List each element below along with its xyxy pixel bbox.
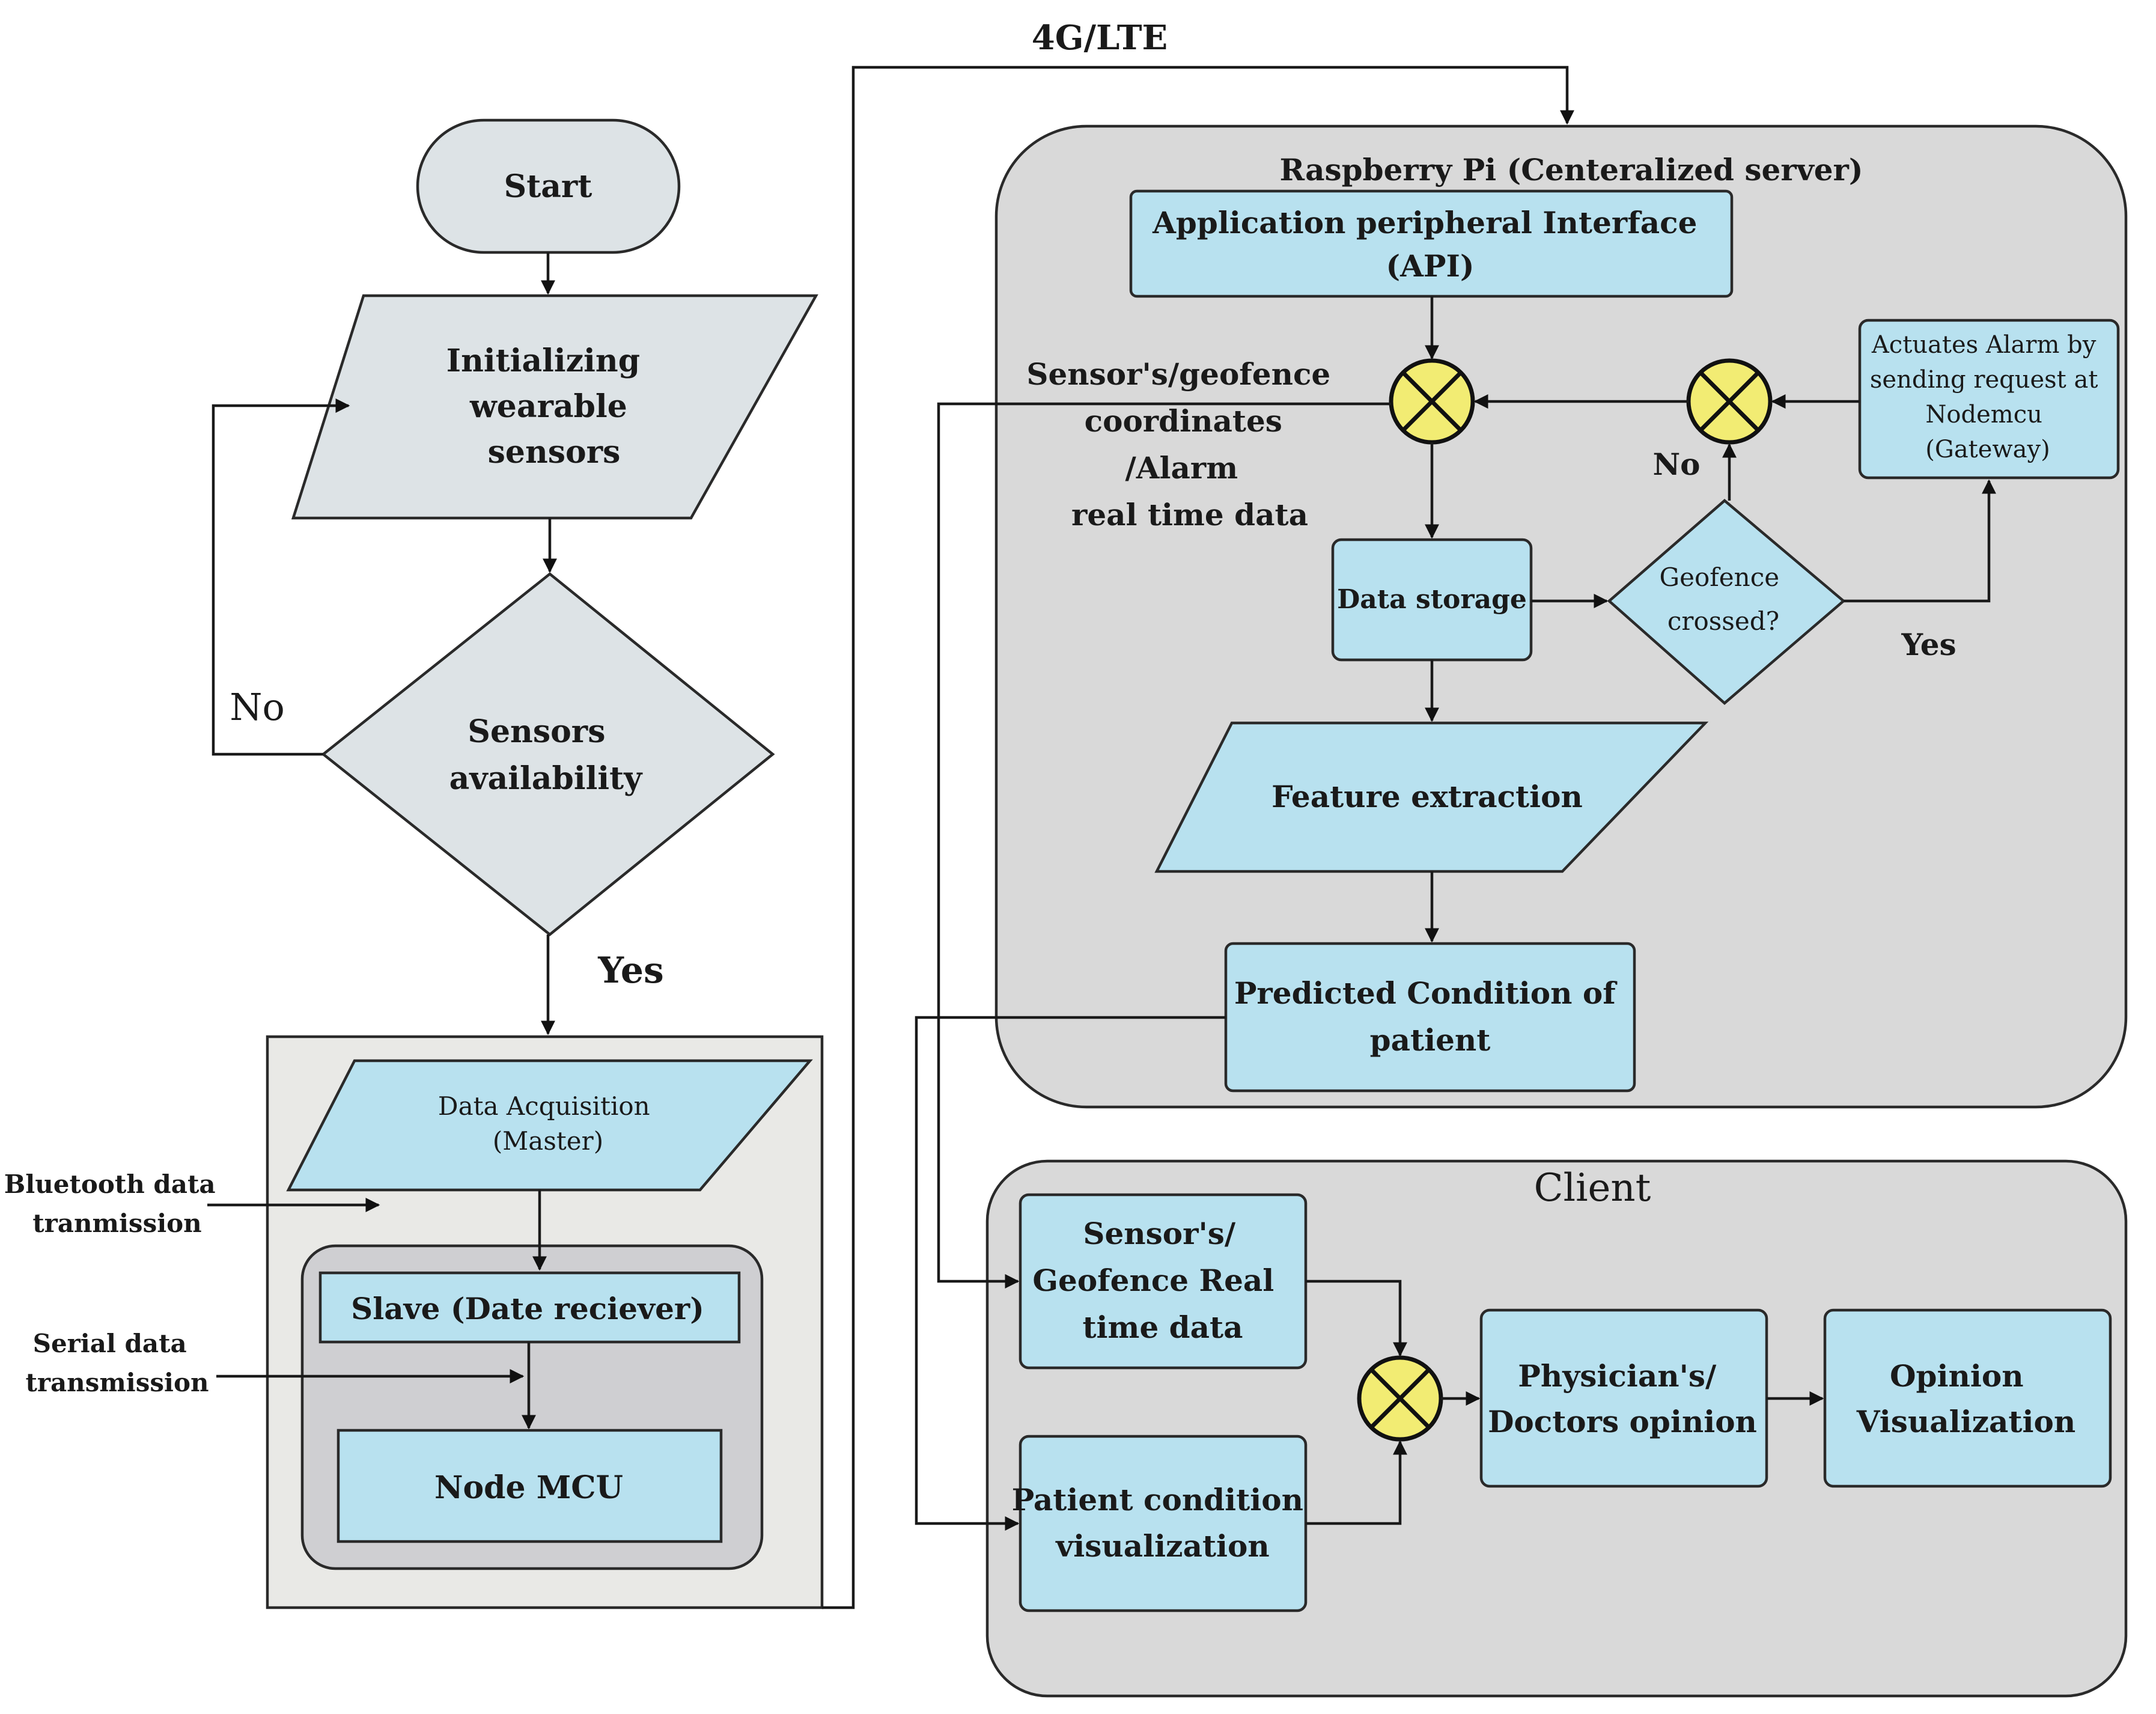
opinion-line-2: Visualization: [1856, 1404, 2075, 1439]
node-mcu-box: [336, 1429, 723, 1543]
client-sensor-line-3: time data: [1082, 1310, 1243, 1345]
yes-label-left: Yes: [597, 950, 664, 992]
alarm-line-4: (Gateway): [1925, 436, 2050, 463]
sensor-geofence-edge-label: Sensor's/geofence coordinates /Alarm rea…: [1026, 356, 1341, 532]
geofence-decision: [1607, 499, 1846, 705]
geofence-decision-label: Geofence crossed?: [1660, 563, 1788, 636]
data-acquisition-line-1: Data Acquisition: [438, 1091, 650, 1121]
arrow-patient-to-junction: [1306, 1440, 1407, 1525]
patient-vis-line-2: visualization: [1055, 1528, 1270, 1564]
arrow-geofence-yes: [1844, 479, 1996, 603]
init-sensors-line-3: sensors: [488, 434, 621, 471]
serial-line-2: transmission: [25, 1368, 209, 1397]
summing-junction-alarm: [1686, 358, 1773, 445]
no-label-geofence: No: [1652, 447, 1700, 482]
predicted-condition-box: [1224, 942, 1636, 1093]
alarm-line-3: Nodemcu: [1925, 401, 2042, 428]
sensor-geofence-line-2: coordinates: [1085, 403, 1282, 439]
start-label: Start: [504, 168, 592, 205]
alarm-line-2: sending request at: [1870, 366, 2098, 394]
opinion-visualization-label: Opinion Visualization: [1856, 1358, 2075, 1439]
raspberry-pi-title: Raspberry Pi (Centeralized server): [1279, 152, 1863, 188]
sensor-geofence-line-1: Sensor's/geofence: [1026, 356, 1330, 392]
sensor-geofence-line-3: /Alarm: [1125, 450, 1238, 486]
init-sensors-line-2: wearable: [469, 388, 627, 425]
serial-line-1: Serial data: [33, 1329, 187, 1358]
arrow-sensor-to-junction: [1306, 1279, 1407, 1357]
arrow-lte-link: [822, 66, 1574, 1609]
api-line-2: (API): [1386, 248, 1474, 284]
sensors-availability-line-2: availability: [449, 760, 643, 797]
geofence-line-1: Geofence: [1660, 563, 1780, 592]
patient-visualization-label: Patient condition visualization: [1012, 1482, 1314, 1564]
bluetooth-line-2: tranmission: [32, 1209, 201, 1238]
sensor-geofence-line-4: real time data: [1071, 497, 1308, 532]
feature-extraction-box: [1154, 721, 1709, 873]
opinion-visualization-box: [1823, 1308, 2112, 1488]
feature-extraction-label: Feature extraction: [1271, 779, 1583, 814]
geofence-line-2: crossed?: [1667, 606, 1779, 636]
physician-line-2: Doctors opinion: [1488, 1404, 1757, 1439]
actuates-alarm-label: Actuates Alarm by sending request at Nod…: [1870, 331, 2106, 463]
client-sensor-line-1: Sensor's/: [1083, 1216, 1236, 1251]
physician-opinion-box: [1479, 1308, 1768, 1488]
yes-label-geofence: Yes: [1901, 627, 1956, 662]
client-title: Client: [1534, 1166, 1651, 1210]
sensors-availability-decision: [321, 572, 775, 936]
api-line-1: Application peripheral Interface: [1152, 205, 1697, 240]
data-acquisition-box: [286, 1059, 813, 1192]
alarm-line-1: Actuates Alarm by: [1871, 331, 2097, 359]
data-acquisition-label: Data Acquisition (Master): [438, 1091, 658, 1156]
serial-label: Serial data transmission: [25, 1329, 209, 1397]
opinion-line-1: Opinion: [1890, 1358, 2024, 1394]
sensors-availability-line-1: Sensors: [467, 713, 605, 750]
summing-junction-api: [1389, 358, 1475, 445]
data-acquisition-line-2: (Master): [493, 1126, 603, 1156]
no-label-left: No: [230, 685, 285, 729]
node-mcu-label: Node MCU: [434, 1469, 623, 1506]
patient-visualization-box: [1019, 1435, 1308, 1612]
patient-vis-line-1: Patient condition: [1012, 1482, 1303, 1517]
data-storage-label: Data storage: [1337, 584, 1527, 615]
lte-label: 4G/LTE: [1032, 18, 1168, 58]
client-sensor-data-label: Sensor's/ Geofence Real time data: [1032, 1216, 1284, 1345]
predicted-line-2: patient: [1370, 1022, 1491, 1058]
arrow-no-loop: [212, 398, 350, 756]
init-sensors-label: Initializing wearable sensors: [446, 343, 651, 471]
sensors-availability-label: Sensors availability: [449, 713, 643, 797]
predicted-condition-label: Predicted Condition of patient: [1234, 975, 1626, 1058]
physician-opinion-label: Physician's/ Doctors opinion: [1488, 1358, 1757, 1439]
predicted-line-1: Predicted Condition of: [1234, 975, 1618, 1011]
bluetooth-label: Bluetooth data tranmission: [4, 1170, 225, 1238]
init-sensors-box: [291, 294, 818, 520]
physician-line-1: Physician's/: [1518, 1358, 1717, 1394]
summing-junction-client: [1357, 1355, 1443, 1442]
bluetooth-line-1: Bluetooth data: [4, 1170, 216, 1199]
init-sensors-line-1: Initializing: [446, 343, 640, 379]
connectors: [207, 66, 1996, 1609]
arrow-predicted-to-client: [915, 1016, 1226, 1531]
slave-receiver-label: Slave (Date reciever): [351, 1291, 704, 1326]
arrow-realtime-to-client: [937, 402, 1391, 1289]
actuates-alarm-box: [1858, 319, 2120, 480]
api-label: Application peripheral Interface (API): [1152, 205, 1708, 284]
client-sensor-line-2: Geofence Real: [1032, 1263, 1274, 1298]
